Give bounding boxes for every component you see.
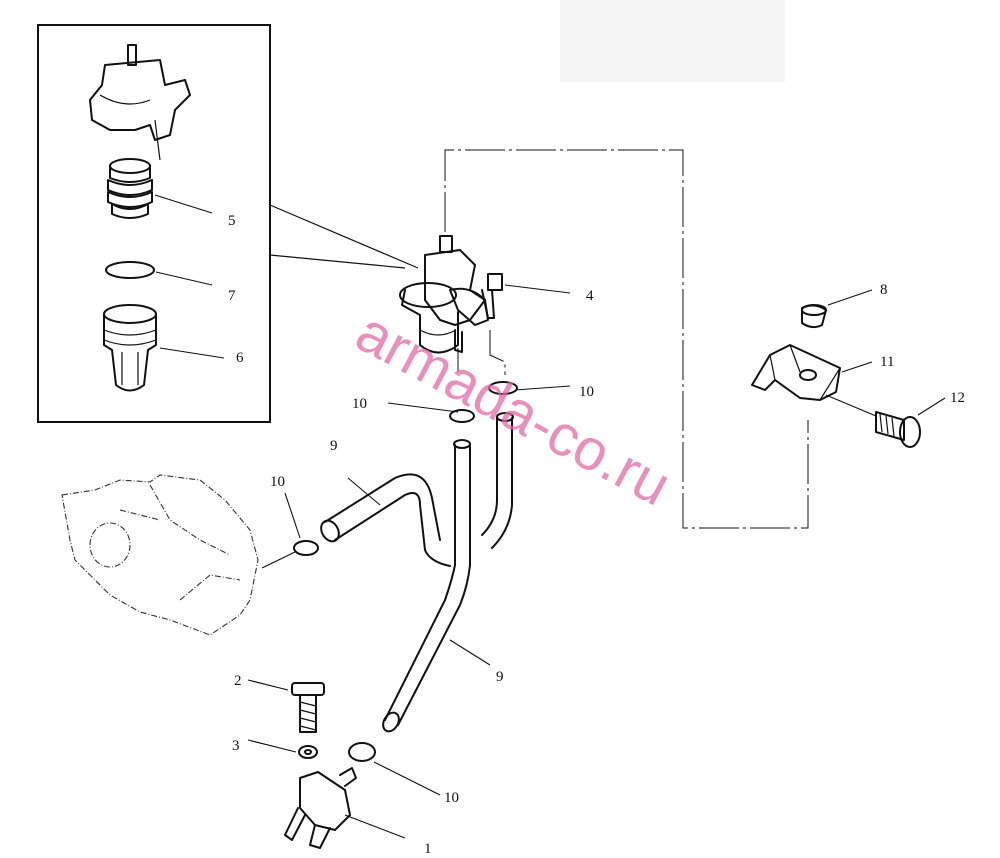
callout-1: 1 bbox=[424, 841, 432, 857]
callout-5: 5 bbox=[228, 213, 236, 229]
callout-10-upper-right: 10 bbox=[579, 384, 594, 400]
background-patch bbox=[560, 0, 785, 82]
detail-inset: 5 7 6 bbox=[37, 24, 419, 423]
filter-bowl-part bbox=[103, 304, 225, 392]
callout-10-lower: 10 bbox=[444, 790, 459, 806]
callout-3: 3 bbox=[232, 738, 240, 754]
callout-10-left: 10 bbox=[270, 474, 285, 490]
callout-2: 2 bbox=[234, 673, 242, 689]
callout-9-lower: 9 bbox=[496, 669, 504, 685]
bolt-and-washer: 2 3 bbox=[232, 673, 325, 759]
callout-7: 7 bbox=[228, 288, 236, 304]
fuel-fitting-part: 1 bbox=[284, 767, 432, 857]
callout-9-upper: 9 bbox=[330, 438, 338, 454]
assembly-guide-lines bbox=[444, 149, 809, 529]
o-ring-part bbox=[105, 261, 213, 286]
mounting-bracket-group: 8 11 12 bbox=[751, 282, 965, 448]
hose-clamp-left: 10 bbox=[270, 474, 319, 556]
callout-10-upper-left: 10 bbox=[352, 396, 367, 412]
hose-clamps-upper: 10 10 bbox=[352, 381, 594, 423]
callout-6: 6 bbox=[236, 350, 244, 366]
filter-element-part bbox=[107, 158, 213, 219]
callout-8: 8 bbox=[880, 282, 888, 298]
hose-clamp-lower: 10 bbox=[348, 742, 459, 806]
fuel-filter-assembly: 4 bbox=[399, 235, 594, 354]
watermark-text: armada-co.ru bbox=[346, 299, 681, 518]
callout-4: 4 bbox=[586, 288, 594, 304]
filter-head-part bbox=[89, 44, 191, 161]
engine-block-outline bbox=[61, 474, 296, 636]
callout-12: 12 bbox=[950, 390, 965, 406]
callout-11: 11 bbox=[880, 354, 894, 370]
fuel-hoses: 9 9 bbox=[320, 412, 514, 733]
